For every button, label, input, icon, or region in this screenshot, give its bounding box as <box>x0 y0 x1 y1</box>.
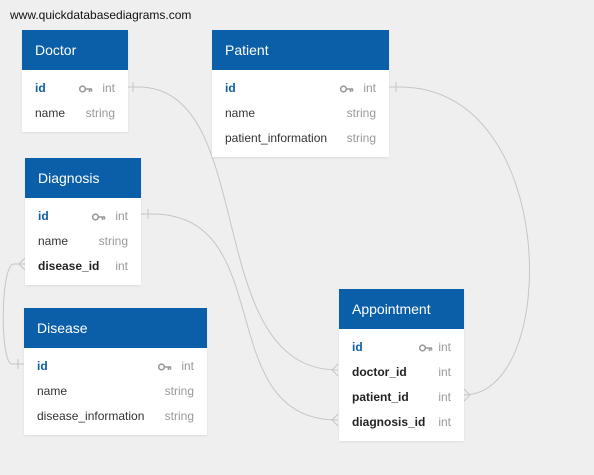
field-name: disease_information <box>37 409 145 423</box>
field-type: int <box>115 209 128 223</box>
field-type: string <box>346 131 376 145</box>
field-row[interactable]: diagnosis_id int <box>339 410 464 435</box>
field-name: id <box>352 340 363 354</box>
field-type: string <box>164 409 194 423</box>
field-row[interactable]: name string <box>25 229 141 254</box>
field-row[interactable]: patient_information string <box>212 126 389 151</box>
many-marker-appointment-diagnosis <box>331 413 339 427</box>
field-row[interactable]: name string <box>24 379 207 404</box>
field-type: string <box>346 106 376 120</box>
field-row[interactable]: disease_information string <box>24 404 207 429</box>
field-row[interactable]: disease_id int <box>25 254 141 279</box>
field-name: name <box>225 106 256 120</box>
table-title[interactable]: Patient <box>212 30 389 70</box>
field-type: int <box>438 340 451 354</box>
field-name: diagnosis_id <box>352 415 426 429</box>
field-name: name <box>35 106 66 120</box>
table-title[interactable]: Diagnosis <box>25 158 141 198</box>
key-icon <box>92 204 106 221</box>
key-icon <box>340 76 354 93</box>
field-type: int <box>181 359 194 373</box>
field-type: string <box>164 384 194 398</box>
field-row[interactable]: id int <box>25 204 141 229</box>
field-name: id <box>35 81 46 95</box>
field-name: id <box>38 209 49 223</box>
field-row[interactable]: patient_id int <box>339 385 464 410</box>
field-type: int <box>438 365 451 379</box>
field-row[interactable]: id int <box>212 76 389 101</box>
field-name: name <box>38 234 69 248</box>
key-icon <box>79 76 93 93</box>
field-name: patient_information <box>225 131 328 145</box>
field-type: int <box>102 81 115 95</box>
table-title[interactable]: Doctor <box>22 30 128 70</box>
relation-diagnosis-disease <box>2 263 25 365</box>
field-row[interactable]: name string <box>22 101 128 126</box>
field-type: int <box>363 81 376 95</box>
site-watermark: www.quickdatabasediagrams.com <box>10 8 192 22</box>
field-name: id <box>37 359 48 373</box>
field-name: disease_id <box>38 259 100 273</box>
field-type: string <box>85 106 115 120</box>
field-name: patient_id <box>352 390 409 404</box>
key-icon <box>419 335 433 352</box>
field-row[interactable]: doctor_id int <box>339 360 464 385</box>
field-row[interactable]: name string <box>212 101 389 126</box>
field-name: id <box>225 81 236 95</box>
field-row[interactable]: id int <box>339 335 464 360</box>
table-title[interactable]: Appointment <box>339 289 464 329</box>
field-type: int <box>438 415 451 429</box>
key-icon <box>158 354 172 371</box>
field-type: int <box>438 390 451 404</box>
field-type: int <box>115 259 128 273</box>
field-name: name <box>37 384 68 398</box>
table-appointment[interactable]: Appointment id int doctor_id int patient… <box>339 289 464 441</box>
field-row[interactable]: id int <box>22 76 128 101</box>
table-disease[interactable]: Disease id int name string disease_infor… <box>24 308 207 435</box>
table-diagnosis[interactable]: Diagnosis id int name string disease_id … <box>25 158 141 285</box>
table-patient[interactable]: Patient id int name string patient_infor… <box>212 30 389 157</box>
field-row[interactable]: id int <box>24 354 207 379</box>
many-marker-appointment-doctor <box>331 363 339 377</box>
many-marker-appointment-patient <box>463 388 471 402</box>
table-title[interactable]: Disease <box>24 308 207 348</box>
field-type: string <box>98 234 128 248</box>
field-name: doctor_id <box>352 365 407 379</box>
table-doctor[interactable]: Doctor id int name string <box>22 30 128 132</box>
